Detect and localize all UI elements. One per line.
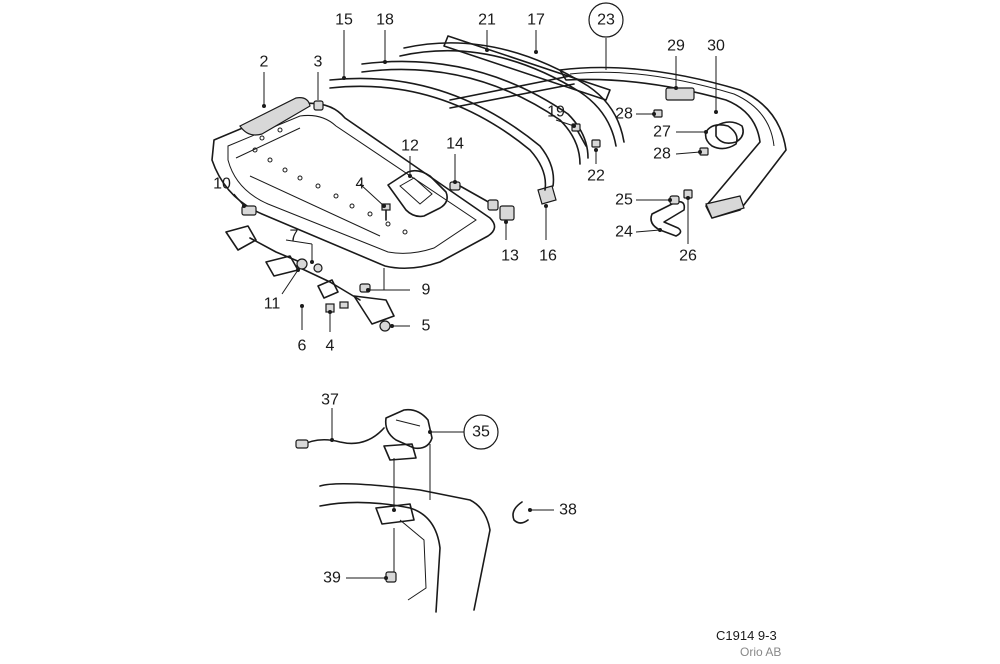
callout-4-lower: 4 [326, 338, 335, 355]
callout-18: 18 [376, 12, 394, 29]
bow-15 [329, 77, 555, 191]
callout-21: 21 [478, 12, 496, 29]
part-16-clip [537, 185, 557, 205]
leader-lines [233, 30, 717, 579]
part-2-bracket [239, 97, 311, 136]
cable-37 [295, 427, 385, 449]
callout-6: 6 [298, 338, 307, 355]
callout-24: 24 [615, 224, 633, 241]
body-panel [319, 482, 491, 613]
part-22-nut [591, 139, 601, 148]
callout-9: 9 [422, 282, 431, 299]
callout-27: 27 [653, 124, 671, 141]
part-3-nut [313, 100, 324, 111]
callout-16: 16 [539, 248, 557, 265]
callout-5: 5 [422, 318, 431, 335]
callout-28-lower: 28 [653, 146, 671, 163]
callout-17: 17 [527, 12, 545, 29]
callout-25: 25 [615, 192, 633, 209]
part-29-hinge [665, 87, 695, 101]
part-38-clip [512, 501, 529, 524]
part-4-screw-upper [381, 203, 391, 221]
callout-23-circle [588, 2, 624, 38]
callout-23: 23 [597, 12, 615, 29]
callout-15: 15 [335, 12, 353, 29]
callout-39: 39 [323, 570, 341, 587]
callout-30: 30 [707, 38, 725, 55]
front-header-23 [559, 66, 787, 219]
latch-assembly [225, 205, 395, 332]
callout-13: 13 [501, 248, 519, 265]
callout-2: 2 [260, 54, 269, 71]
part-12-hook-bracket [387, 169, 448, 218]
callout-14: 14 [446, 136, 464, 153]
part-30-latch [715, 121, 744, 144]
callout-4-upper: 4 [356, 176, 365, 193]
callout-38: 38 [559, 502, 577, 519]
callout-3: 3 [314, 54, 323, 71]
callout-29: 29 [667, 38, 685, 55]
bow-17 [443, 35, 611, 109]
leader-dots [242, 48, 718, 580]
callout-37: 37 [321, 392, 339, 409]
callout-10: 10 [213, 176, 231, 193]
callout-19: 19 [547, 104, 565, 121]
callout-35: 35 [472, 424, 490, 441]
callout-11: 11 [264, 296, 281, 313]
bow-18 [361, 60, 589, 165]
part-27-loop [704, 124, 738, 150]
document-code: C1914 9-3 [716, 628, 777, 643]
bow-21 [399, 42, 625, 147]
callout-28-upper: 28 [615, 106, 633, 123]
part-24-bracket [650, 200, 686, 237]
callout-35-circle [463, 414, 499, 450]
part-13-clip [499, 205, 515, 221]
callout-22: 22 [587, 168, 605, 185]
callout-7: 7 [290, 228, 299, 245]
publisher-name: Orio AB [740, 645, 782, 659]
callout-12: 12 [401, 138, 419, 155]
motor-unit-35 [383, 408, 433, 461]
callout-26: 26 [679, 248, 697, 265]
